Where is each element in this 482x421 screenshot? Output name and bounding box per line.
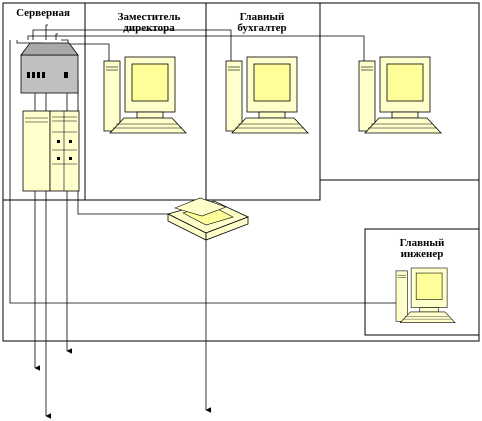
computer-office-icon <box>358 56 442 134</box>
server-tower-icon <box>22 110 80 192</box>
computer-accountant-icon <box>225 56 309 134</box>
room-label-deputy: Заместитель директора <box>117 11 181 34</box>
room-label-server: Серверная <box>16 7 70 19</box>
hub-icon <box>20 42 79 94</box>
room-label-engineer: Главный инженер <box>399 237 445 260</box>
computer-deputy-icon <box>103 56 187 134</box>
scanner-icon <box>166 197 250 241</box>
room-walls <box>2 2 480 342</box>
computer-engineer-icon <box>395 267 456 324</box>
room-label-accountant: Главный бухгалтер <box>237 11 287 34</box>
